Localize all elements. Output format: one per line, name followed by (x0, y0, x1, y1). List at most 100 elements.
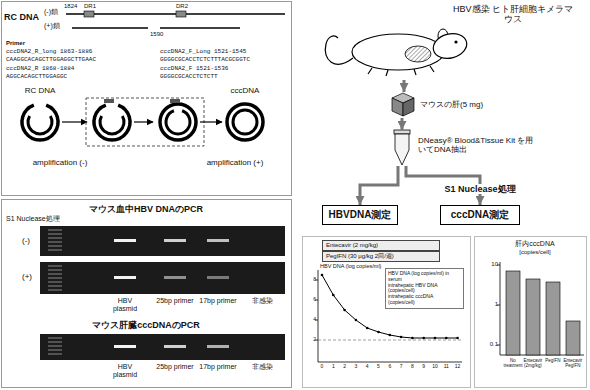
mouse-figure: HBV感染 ヒト肝細胞キメラマウス (318, 2, 580, 80)
dr2-box (176, 11, 186, 17)
axis-tick-label: 2 (306, 337, 316, 343)
region-name: DR2 (176, 3, 188, 10)
axis-tick-label: 8 (306, 277, 316, 283)
axis-tick-label: 10 (430, 364, 440, 370)
axis-tick-label: 3 (351, 364, 361, 370)
mouse-tail (325, 36, 353, 64)
axis-tick-label: 0.1 (486, 341, 498, 348)
primer-sequence: AGGCACAGCTTGGAGGC (6, 74, 67, 81)
liver-sample: マウスの肝(5 mg) (390, 92, 520, 118)
dr1-box (84, 11, 94, 17)
gel-band (207, 276, 229, 279)
lane-label: 25bp primer (155, 363, 195, 371)
bar (566, 321, 580, 355)
gel-band (114, 239, 136, 242)
step-arrow (134, 121, 153, 122)
primer-mark (170, 99, 180, 103)
gel-band (164, 276, 186, 279)
panel-border (475, 237, 587, 388)
axis-tick-label: 7 (396, 364, 406, 370)
tube-body (395, 134, 409, 165)
row-label: (+) (22, 272, 32, 281)
flow-arrow (360, 166, 398, 205)
primer-name: cccDNA2_F_Long 1521-1545 (160, 49, 246, 56)
gel-band (164, 345, 186, 348)
liver-cube (403, 98, 414, 116)
node-text: HBVDNA測定 (327, 209, 393, 221)
panel-border (2, 200, 292, 388)
lane-label: HBV plasmid (105, 363, 145, 379)
ccc-dna-circle (233, 110, 257, 134)
region-name: DR1 (84, 3, 96, 10)
row-heading: S1 Nuclease処理 (6, 215, 60, 223)
axis-tick-label: 8 (407, 364, 417, 370)
bar (506, 271, 520, 355)
circle-label: cccDNA (220, 86, 270, 95)
axis-title: HBV DNA (log copies/ml) (320, 263, 381, 269)
bar-label: PegIFN (544, 358, 563, 363)
mouse-eye (454, 40, 457, 43)
axis-tick-label: 11 (441, 364, 451, 370)
panel-title: マウス血中HBV DNAのPCR (36, 204, 256, 214)
axis-tick-label: 1 (486, 301, 498, 308)
panel-border (2, 2, 292, 196)
edge-label: S1 Nuclease処理 (442, 184, 517, 194)
bar (526, 279, 540, 355)
lane-label: 17bp primer (198, 363, 238, 371)
detection-limit-line (318, 340, 462, 341)
dna-circle (166, 111, 190, 134)
result-label: amplification (+) (185, 158, 285, 167)
node-text: HBV DNA (log copies/ml) in serum (388, 271, 461, 283)
strand-name: (-)鎖 (44, 8, 58, 16)
axis-tick-label: 0 (317, 364, 327, 370)
ccc-dna-circle (227, 104, 263, 140)
tube-cap (394, 130, 410, 134)
axis-tick-label: 12 (453, 364, 463, 370)
panel-border (303, 237, 471, 388)
chart-title: 肝内cccDNA (485, 240, 585, 248)
node-text: intrahepatic HBV DNA (copies/cell) (388, 283, 461, 295)
gel-band (207, 345, 229, 348)
rc-dna-circle (28, 116, 52, 134)
primer-name: cccDNA2_R 1868-1884 (6, 66, 74, 73)
gel-image (40, 226, 285, 256)
chart-key-box: HBV DNA (log copies/ml) in serumintrahep… (385, 268, 464, 309)
primer-sequence: GGGGCGCACCTCTCTT (160, 74, 218, 81)
chart-unit: [copies/cell] (485, 249, 585, 256)
axis-tick-label: 9 (419, 364, 429, 370)
axis-tick-label: 2 (340, 364, 350, 370)
node-text: DNeasy® Blood&Tissue Kit を用いてDNA抽出 (418, 136, 536, 154)
axis-tick-label: 6 (306, 297, 316, 303)
axis-tick-label: 6 (385, 364, 395, 370)
node-text: intrahepatic cccDNA (copies/cell) (388, 294, 461, 306)
primer-heading: Primer (6, 40, 25, 47)
step-arrow (62, 121, 87, 122)
bar-label: Entecavir (2mg/kg) (524, 358, 543, 368)
dna-circle (94, 105, 130, 140)
plus-strand (160, 27, 240, 29)
lane-label: 25bp primer (155, 297, 195, 305)
primer-sequence: GGGGCGCACCTCTCTTTACGCGGTC (160, 57, 250, 64)
ladder-bands (48, 230, 62, 250)
extraction-step: DNeasy® Blood&Tissue Kit を用いてDNA抽出 (392, 130, 552, 166)
result-label: amplification (-) (10, 158, 110, 167)
axis-tick-label: 4 (306, 317, 316, 323)
node-text: PegIFN (30 μg/kg 2回/週) (326, 253, 436, 260)
axis-ticks (315, 280, 318, 340)
mouse-body (352, 34, 444, 70)
plus-strand (72, 27, 148, 29)
row-label: (-) (22, 236, 30, 245)
axis-tick-label: 1 (328, 364, 338, 370)
node-text: HBV感染 ヒト肝細胞キメラマウス (453, 4, 573, 25)
position-number: 1824 (64, 3, 77, 10)
primer-name: cccDNA2_F 1521-1536 (160, 66, 228, 73)
minus-strand (66, 13, 285, 15)
rc-dna-circle (22, 105, 58, 140)
gel-image (40, 262, 285, 294)
node-text: cccDNA測定 (445, 209, 515, 221)
node-text: マウスの肝(5 mg) (420, 100, 483, 109)
gel-band (164, 239, 186, 242)
flow-arrow (401, 118, 404, 130)
bar-label: Entecavir PegIFN (564, 358, 583, 368)
